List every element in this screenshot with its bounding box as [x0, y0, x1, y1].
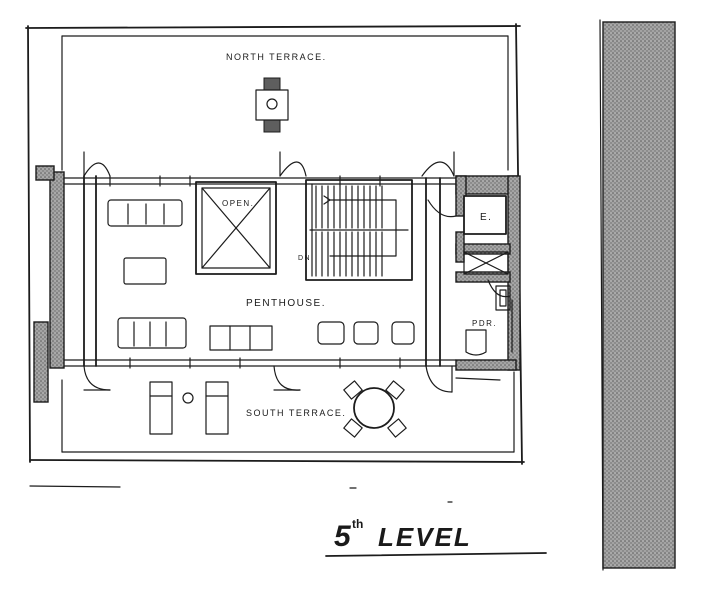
powder-room — [465, 279, 513, 356]
open-label: OPEN. — [222, 199, 254, 208]
penthouse-furniture — [107, 199, 415, 351]
stair — [305, 179, 413, 281]
dn-label: DN — [298, 255, 311, 262]
elevator — [463, 195, 507, 235]
powder-room-label: PDR. — [472, 319, 497, 328]
north-terrace-table — [255, 77, 289, 133]
open-void — [195, 181, 277, 275]
adjacent-building-column — [599, 19, 676, 571]
exterior-walls — [33, 165, 521, 403]
level-title: 5 th LEVEL — [325, 517, 547, 557]
north-terrace-label: NORTH TERRACE. — [226, 52, 327, 62]
shaft — [463, 251, 509, 275]
level-title-number: 5 — [334, 520, 352, 553]
level-title-suffix: th — [352, 517, 363, 531]
level-title-word: LEVEL — [378, 522, 472, 552]
door-swings — [83, 151, 457, 393]
south-terrace-label: SOUTH TERRACE. — [246, 408, 346, 418]
elevator-label: E. — [480, 212, 492, 223]
penthouse-walls — [63, 175, 457, 369]
sketch-details — [349, 377, 501, 503]
south-terrace-furniture — [149, 380, 407, 438]
penthouse-label: PENTHOUSE. — [246, 298, 326, 309]
